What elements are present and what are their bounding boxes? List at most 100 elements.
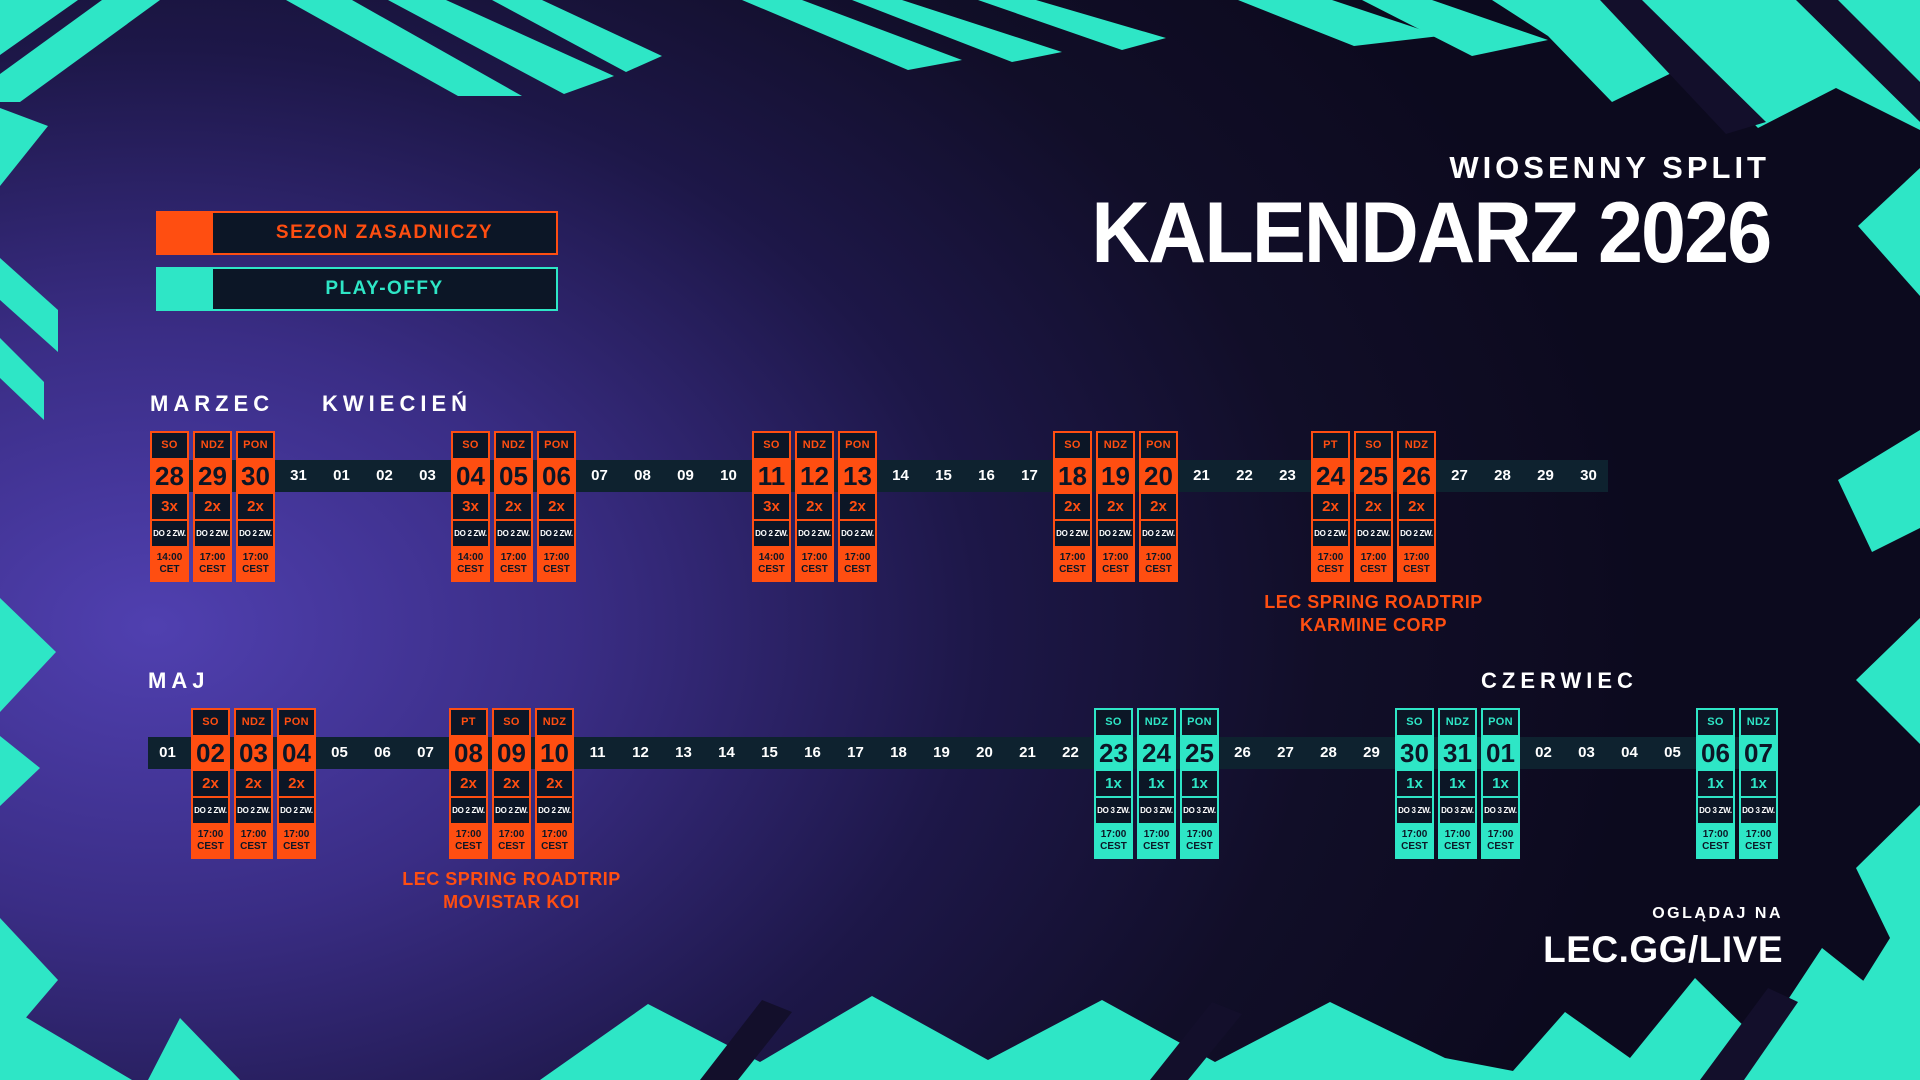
weekday-label: SO — [193, 710, 228, 735]
start-time-zone: CEST — [1444, 841, 1471, 852]
day-number: 23 — [1279, 467, 1296, 484]
weekday-label: SO — [754, 433, 789, 458]
weekday-label: SO — [1055, 433, 1090, 458]
match-count: 2x — [238, 494, 273, 519]
roadtrip-annotation-line: LEC SPRING ROADTRIP — [402, 869, 621, 889]
month-label-maj: MAJ — [148, 668, 210, 693]
match-count: 2x — [494, 771, 529, 796]
start-time-zone: CEST — [197, 841, 224, 852]
date-number: 09 — [497, 738, 526, 768]
day-number: 22 — [1062, 744, 1079, 761]
match-count: 2x — [451, 771, 486, 796]
match-format: DO 2 ZW. — [1356, 521, 1391, 546]
start-time-zone: CEST — [1145, 564, 1172, 575]
match-count: 2x — [539, 494, 574, 519]
roadtrip-annotation-line: KARMINE CORP — [1299, 614, 1448, 635]
match-count: 2x — [1141, 494, 1176, 519]
weekday-label: SO — [1356, 433, 1391, 458]
match-format: DO 2 ZW. — [152, 521, 187, 546]
day-number: 15 — [761, 744, 778, 761]
start-time-zone: CEST — [1403, 564, 1430, 575]
day-number: 01 — [159, 744, 176, 761]
match-format: DO 3 ZW. — [1397, 798, 1432, 823]
match-count: 2x — [1055, 494, 1090, 519]
weekday-label: SO — [453, 433, 488, 458]
page-title: KALENDARZ 2026 — [1091, 185, 1772, 281]
day-number: 31 — [290, 467, 307, 484]
start-time-zone: CEST — [283, 841, 310, 852]
date-number: 12 — [800, 461, 829, 491]
start-time-zone: CEST — [1186, 841, 1213, 852]
date-number: 26 — [1402, 461, 1431, 491]
day-number: 04 — [1621, 744, 1638, 761]
start-time-zone: CEST — [455, 841, 482, 852]
watch-url: LEC.GG/LIVE — [1543, 929, 1783, 970]
day-number: 08 — [634, 467, 651, 484]
match-format: DO 2 ZW. — [537, 798, 572, 823]
day-number: 17 — [847, 744, 864, 761]
day-number: 28 — [1320, 744, 1337, 761]
legend-label-playoff: PLAY-OFFY — [211, 267, 558, 311]
day-number: 05 — [1664, 744, 1681, 761]
weekday-label: PON — [238, 433, 273, 458]
legend: SEZON ZASADNICZY PLAY-OFFY — [156, 211, 558, 311]
start-time-hour: 17:00 — [1100, 829, 1127, 840]
watch-label: OGLĄDAJ NA — [1652, 905, 1783, 922]
start-time-zone: CEST — [801, 564, 828, 575]
match-count: 1x — [1139, 771, 1174, 796]
watch-info: OGLĄDAJ NA LEC.GG/LIVE — [1543, 905, 1783, 971]
legend-item-regular-season: SEZON ZASADNICZY — [156, 211, 558, 255]
date-number: 06 — [1701, 738, 1730, 768]
day-number: 29 — [1363, 744, 1380, 761]
day-number: 16 — [804, 744, 821, 761]
start-time-hour: 17:00 — [240, 829, 267, 840]
title-block: WIOSENNY SPLIT KALENDARZ 2026 — [1048, 150, 1772, 281]
match-format: DO 3 ZW. — [1698, 798, 1733, 823]
date-number: 23 — [1099, 738, 1128, 768]
weekday-label: PON — [539, 433, 574, 458]
start-time-hour: 17:00 — [1401, 829, 1428, 840]
start-time-hour: 14:00 — [156, 552, 183, 563]
weekday-label: NDZ — [236, 710, 271, 735]
weekday-label: NDZ — [1139, 710, 1174, 735]
day-number: 03 — [419, 467, 436, 484]
match-format: DO 2 ZW. — [1313, 521, 1348, 546]
match-count: 1x — [1698, 771, 1733, 796]
match-count: 2x — [1313, 494, 1348, 519]
match-count: 1x — [1741, 771, 1776, 796]
date-number: 03 — [239, 738, 268, 768]
match-count: 2x — [279, 771, 314, 796]
start-time-hour: 17:00 — [543, 552, 570, 563]
match-format: DO 3 ZW. — [1139, 798, 1174, 823]
day-number: 20 — [976, 744, 993, 761]
start-time-zone: CEST — [1401, 841, 1428, 852]
legend-swatch-playoff — [156, 267, 211, 311]
